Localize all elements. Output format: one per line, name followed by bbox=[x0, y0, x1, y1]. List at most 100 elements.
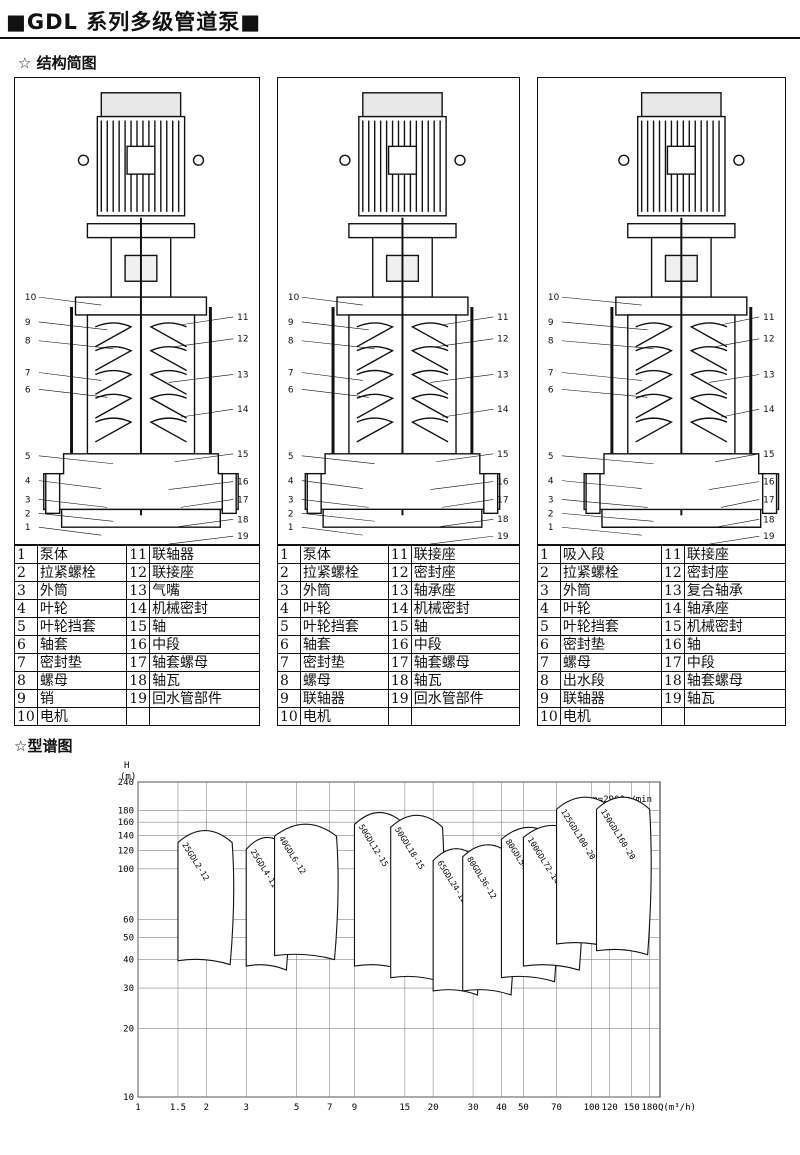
part-name: 轴套 bbox=[36, 635, 128, 654]
part-number: 11 bbox=[661, 545, 685, 564]
callout-label: 10 bbox=[288, 293, 300, 303]
impeller-stage bbox=[95, 369, 187, 395]
part-name: 外筒 bbox=[36, 581, 128, 600]
callout-label: 17 bbox=[763, 495, 774, 505]
performance-region bbox=[595, 796, 652, 956]
part-number: 3 bbox=[537, 581, 561, 600]
callout-label: 7 bbox=[288, 368, 294, 378]
leader-line bbox=[442, 408, 494, 418]
callout-label: 17 bbox=[497, 495, 508, 505]
callout-label: 7 bbox=[548, 368, 554, 378]
pump-foot bbox=[60, 509, 222, 528]
callout-label: 16 bbox=[497, 478, 509, 488]
part-number: 14 bbox=[387, 599, 412, 618]
y-tick-label: 20 bbox=[123, 1024, 134, 1034]
leader-line bbox=[715, 338, 760, 348]
leader-line bbox=[561, 455, 654, 465]
y-tick-label: 240 bbox=[118, 778, 134, 788]
part-number bbox=[387, 707, 412, 726]
part-number: 7 bbox=[537, 653, 561, 672]
leader-line bbox=[561, 321, 648, 331]
y-tick-label: 40 bbox=[123, 956, 134, 966]
part-number: 13 bbox=[126, 581, 151, 600]
leader-line bbox=[301, 389, 369, 398]
pump-body bbox=[583, 453, 780, 511]
part-number: 2 bbox=[277, 563, 301, 582]
spectrum-heading: ☆型谱图 bbox=[14, 737, 73, 755]
part-number: 5 bbox=[14, 617, 38, 636]
part-name: 中段 bbox=[410, 635, 521, 654]
leader-line bbox=[180, 499, 234, 508]
callout-label: 3 bbox=[25, 495, 31, 505]
leader-line bbox=[561, 389, 648, 398]
callout-label: 18 bbox=[763, 515, 775, 525]
title-divider bbox=[0, 37, 800, 39]
callout-label: 11 bbox=[497, 313, 508, 323]
pump-drawing bbox=[561, 92, 780, 544]
part-number: 13 bbox=[387, 581, 412, 600]
callout-label: 10 bbox=[25, 293, 37, 303]
callout-label: 6 bbox=[548, 385, 554, 395]
part-number: 16 bbox=[661, 635, 685, 654]
callout-label: 5 bbox=[25, 452, 31, 462]
part-number: 10 bbox=[14, 707, 38, 726]
y-tick-label: 60 bbox=[123, 915, 134, 925]
callout-label: 5 bbox=[288, 452, 294, 462]
leader-line bbox=[301, 499, 369, 508]
leader-line bbox=[168, 535, 234, 544]
part-name: 轴套螺母 bbox=[149, 653, 260, 672]
leader-line bbox=[168, 481, 234, 490]
part-name: 泵体 bbox=[299, 545, 389, 564]
part-name bbox=[683, 707, 787, 726]
x-tick-label: 150 bbox=[624, 1103, 640, 1113]
x-axis-label: Q(m³/h) bbox=[658, 1103, 696, 1113]
part-number: 16 bbox=[126, 635, 151, 654]
terminal-box bbox=[666, 145, 696, 175]
leader-line bbox=[301, 372, 363, 381]
part-number: 8 bbox=[537, 671, 561, 690]
impeller-stage bbox=[356, 322, 449, 348]
leader-line bbox=[38, 372, 102, 381]
part-number: 19 bbox=[387, 689, 412, 708]
part-name: 叶轮挡套 bbox=[36, 617, 128, 636]
callout-label: 4 bbox=[548, 477, 554, 487]
part-number: 7 bbox=[14, 653, 38, 672]
outlet-flange bbox=[483, 472, 499, 515]
y-tick-label: 120 bbox=[118, 847, 134, 857]
callout-label: 9 bbox=[548, 318, 554, 328]
part-number: 11 bbox=[126, 545, 151, 564]
part-number: 18 bbox=[126, 671, 151, 690]
part-name: 轴承座 bbox=[410, 581, 521, 600]
part-name: 轴瓦 bbox=[683, 689, 787, 708]
callout-label: 7 bbox=[25, 368, 31, 378]
part-name bbox=[410, 707, 521, 726]
part-name: 回水管部件 bbox=[149, 689, 260, 708]
callout-label: 13 bbox=[237, 370, 248, 380]
part-number: 3 bbox=[14, 581, 38, 600]
leader-line bbox=[442, 499, 494, 508]
y-tick-label: 100 bbox=[118, 865, 134, 875]
part-number: 1 bbox=[277, 545, 301, 564]
part-name: 叶轮 bbox=[299, 599, 389, 618]
part-number: 9 bbox=[277, 689, 301, 708]
leader-line bbox=[38, 296, 102, 306]
part-number: 6 bbox=[537, 635, 561, 654]
part-name: 拉紧螺栓 bbox=[36, 563, 128, 582]
part-name: 电机 bbox=[559, 707, 663, 726]
part-number: 15 bbox=[387, 617, 412, 636]
leader-line bbox=[442, 316, 494, 326]
part-name: 叶轮挡套 bbox=[299, 617, 389, 636]
callout-label: 8 bbox=[548, 337, 554, 347]
